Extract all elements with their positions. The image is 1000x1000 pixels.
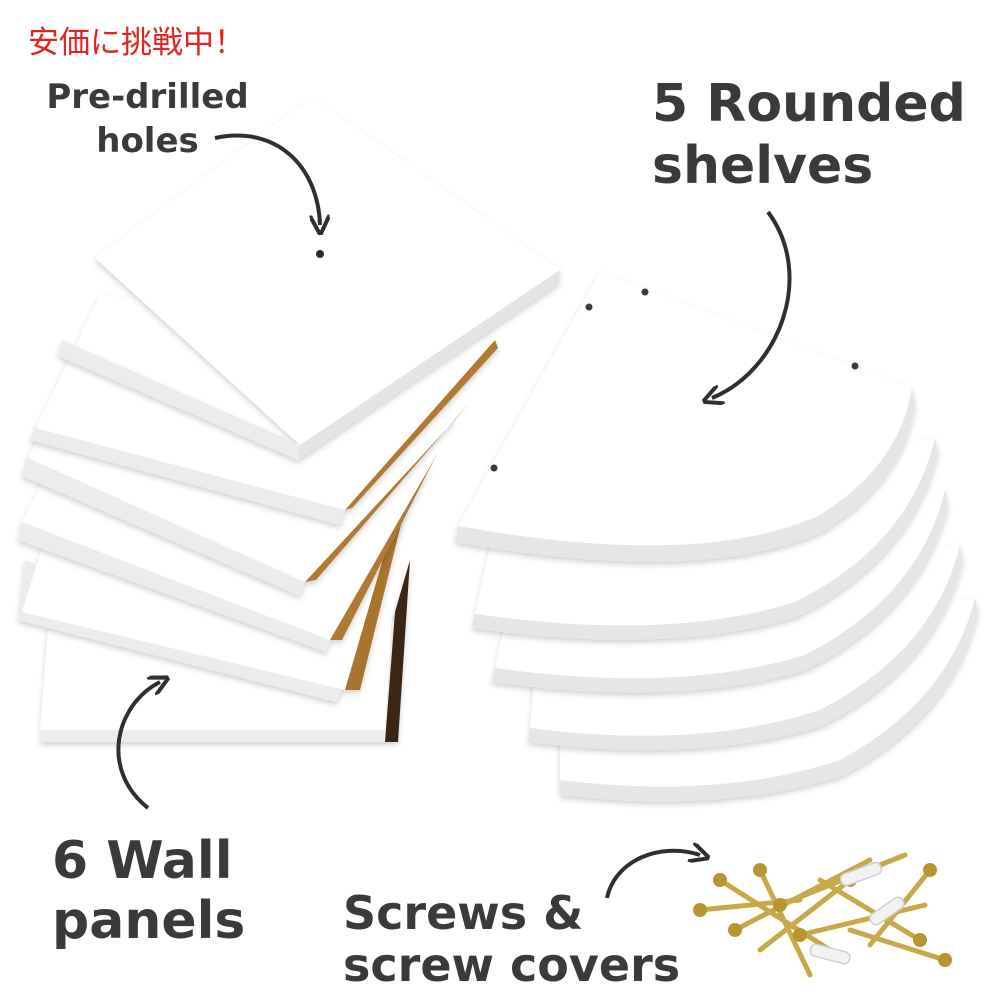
callout-line: panels xyxy=(52,891,246,951)
callout-rounded-shelves: 5 Rounded shelves xyxy=(652,78,966,202)
callout-wall-panels: 6 Wall panels xyxy=(52,835,245,955)
rounded-shelf-top xyxy=(455,272,915,562)
wall-panels-stack xyxy=(18,97,560,742)
callout-screws: Screws & screw covers xyxy=(343,890,680,994)
shelf-hole xyxy=(851,362,859,370)
callout-line: screw covers xyxy=(343,938,681,992)
arrow-to-shelf xyxy=(712,210,792,398)
callout-line: holes xyxy=(96,121,199,161)
shelf-hole xyxy=(641,288,649,296)
callout-line: Pre-drilled xyxy=(46,77,249,117)
arrow-to-screws xyxy=(605,851,700,899)
promo-text: 安価に挑戦中！ xyxy=(28,25,245,61)
wall-panel-top xyxy=(58,97,560,460)
callout-pre-drilled-holes: Pre-drilled holes xyxy=(40,80,255,168)
pre-drilled-hole xyxy=(316,250,324,258)
shelf-hole xyxy=(490,464,498,472)
arrow-to-panel xyxy=(116,682,160,810)
callout-line: 6 Wall xyxy=(52,831,233,891)
rounded-shelves-stack xyxy=(455,272,978,802)
callout-line: 5 Rounded xyxy=(652,74,966,134)
callout-line: shelves xyxy=(652,136,874,196)
shelf-hole xyxy=(585,303,593,311)
screws-pile xyxy=(693,852,952,978)
callout-line: Screws & xyxy=(343,886,584,940)
arrow-to-hole xyxy=(214,133,320,225)
